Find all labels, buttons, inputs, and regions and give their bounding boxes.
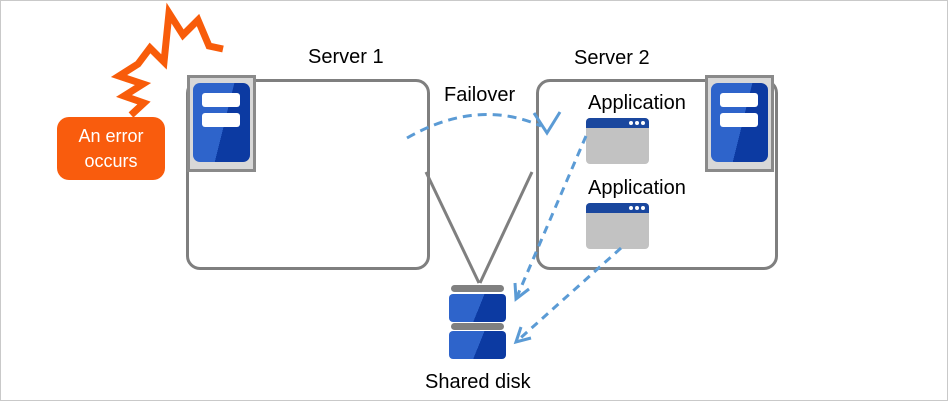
window-dot-icon <box>635 206 639 210</box>
error-callout-line2: occurs <box>84 150 138 171</box>
window-dot-icon <box>629 206 633 210</box>
app-window-titlebar <box>586 118 649 128</box>
error-callout-line1: An error <box>78 125 144 146</box>
application-2-label: Application <box>588 177 686 199</box>
server-1-label: Server 1 <box>308 46 384 68</box>
app-to-disk-arrowhead <box>513 326 532 345</box>
storage-connection-line <box>478 171 534 284</box>
server-tower-body <box>711 83 768 162</box>
server-drive-slot <box>720 113 758 127</box>
window-dot-icon <box>641 206 645 210</box>
server-drive-slot <box>202 93 240 107</box>
window-dot-icon <box>641 121 645 125</box>
server-2-label: Server 2 <box>574 47 650 69</box>
disk-cap <box>451 323 504 330</box>
disk-platter <box>449 331 506 359</box>
disk-cap <box>451 285 504 292</box>
server-tower-icon <box>705 75 774 172</box>
disk-platter <box>449 294 506 322</box>
app-to-disk-arrowhead <box>513 282 530 302</box>
shared-disk-icon <box>449 285 506 359</box>
app-window-icon <box>586 203 649 249</box>
window-dot-icon <box>635 121 639 125</box>
window-dot-icon <box>629 121 633 125</box>
failover-label: Failover <box>444 84 516 106</box>
application-1-label: Application <box>588 92 686 114</box>
error-callout: An error occurs <box>57 117 165 180</box>
server-tower-body <box>193 83 250 162</box>
app-window-titlebar <box>586 203 649 213</box>
server-tower-icon <box>187 75 256 172</box>
shared-disk-label: Shared disk <box>425 371 531 393</box>
storage-connection-line <box>424 171 481 284</box>
server-drive-slot <box>720 93 758 107</box>
server-drive-slot <box>202 113 240 127</box>
app-window-icon <box>586 118 649 164</box>
